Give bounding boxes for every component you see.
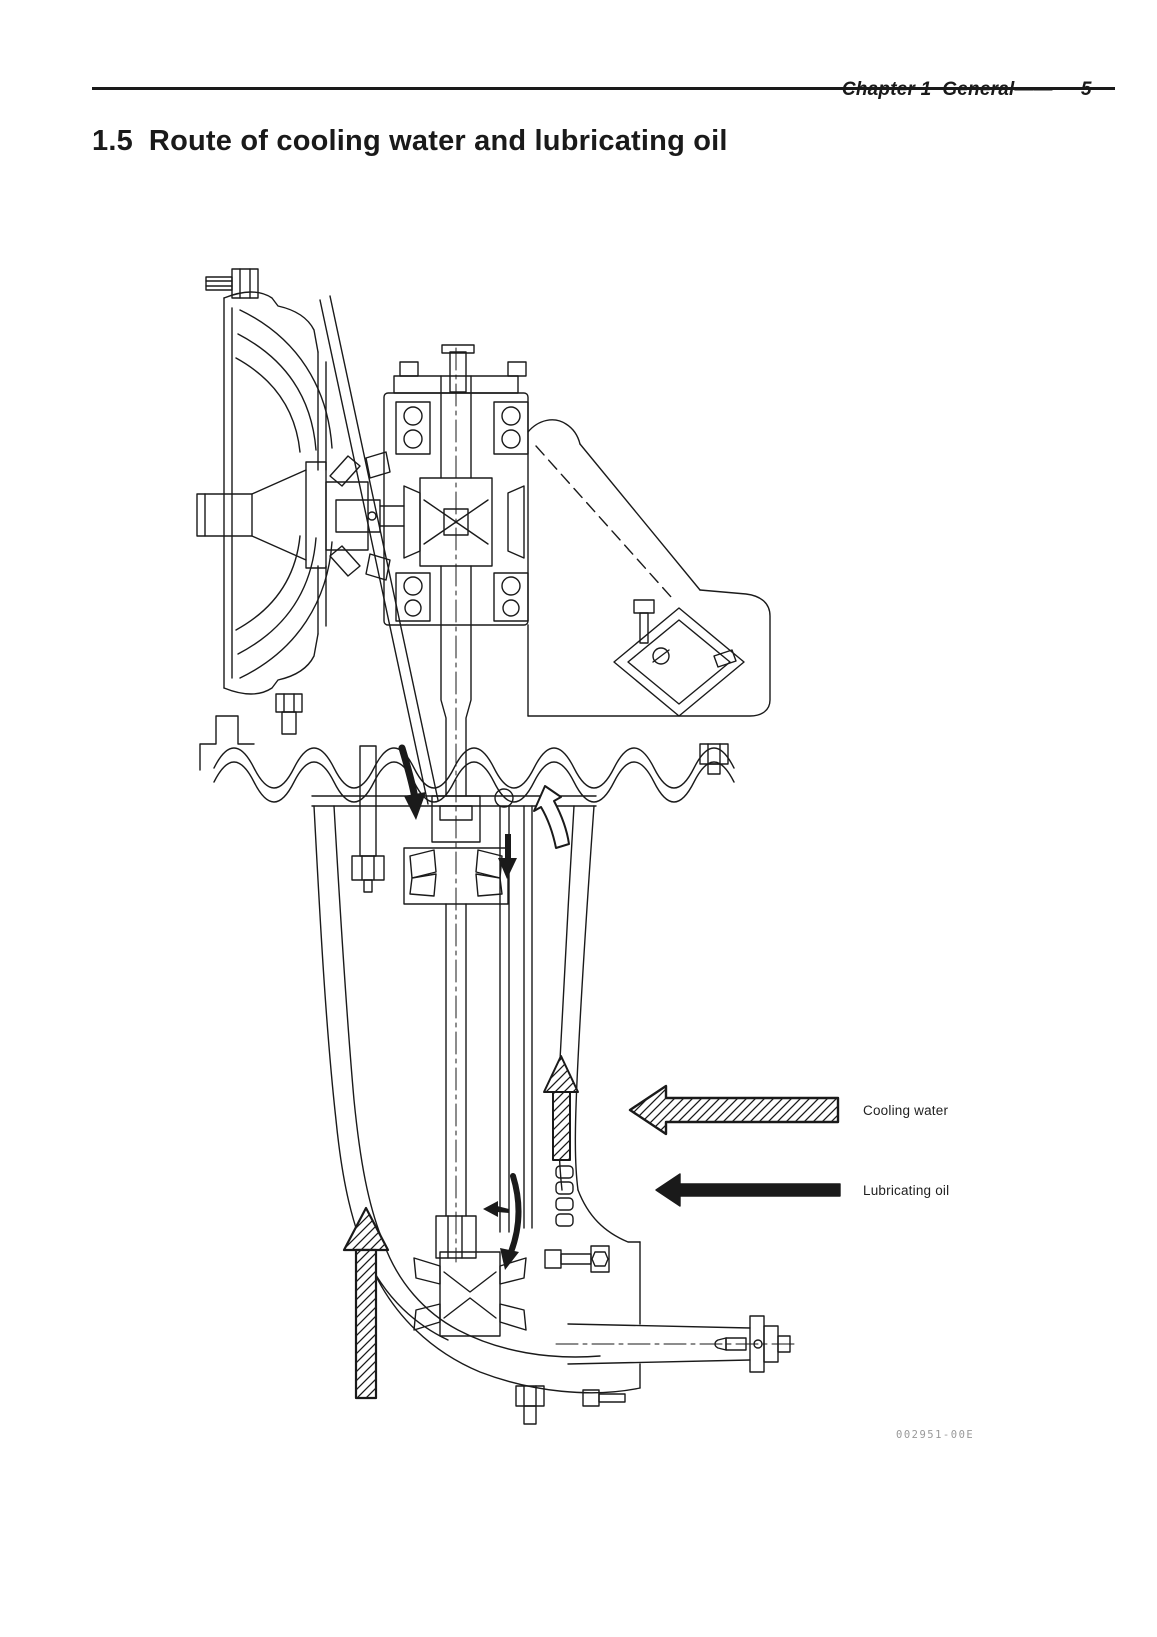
section-heading: 1.5 Route of cooling water and lubricatin… — [92, 125, 728, 158]
oil-flow-arrow-upper — [398, 744, 419, 802]
lower-gearcase — [371, 1189, 791, 1425]
figure-code: 002951-00E — [896, 1429, 975, 1441]
water-flow-arrow-left-head — [342, 1206, 390, 1252]
legend-label-cooling-water: Cooling water — [863, 1103, 949, 1118]
flow-arrows — [342, 744, 579, 1400]
oil-flow-arrow-mid-head — [498, 858, 517, 879]
oil-flow-arrow-lower-head — [500, 1248, 519, 1270]
centerlines — [455, 347, 799, 1345]
mounting-bracket — [527, 419, 771, 775]
section-number: 1.5 — [92, 125, 133, 157]
hatched-left-arrow-icon — [628, 1084, 840, 1136]
water-flow-arrow-vertical-head — [543, 1055, 579, 1093]
bell-housing — [196, 268, 405, 695]
header-rule — [92, 87, 1115, 90]
solid-left-arrow-icon — [655, 1173, 841, 1207]
oil-flow-arrow-mid — [505, 834, 511, 860]
water-inlet-arrow — [533, 785, 570, 849]
oil-flow-arrow-upper-head — [404, 792, 426, 820]
water-flow-arrow-vertical-shaft — [552, 1091, 571, 1161]
section-title: Route of cooling water and lubricating o… — [148, 125, 728, 157]
water-flow-arrow-left-shaft — [354, 1248, 378, 1400]
oil-flow-arrow-left-head — [483, 1201, 498, 1217]
legend-label-lubricating-oil: Lubricating oil — [863, 1183, 950, 1198]
oil-flow-arrow-lower — [508, 1173, 522, 1255]
legend — [628, 1084, 841, 1207]
gasket-flange — [199, 693, 735, 803]
